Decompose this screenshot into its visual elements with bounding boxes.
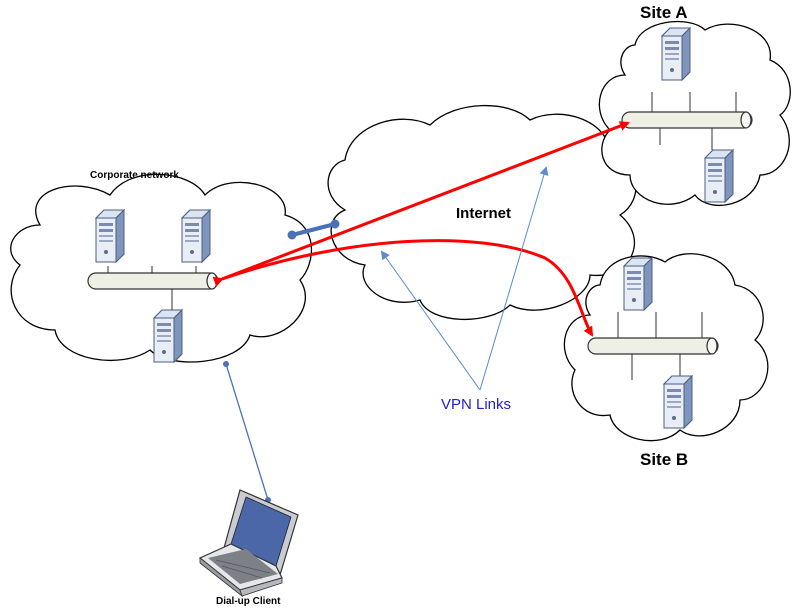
internet-label: Internet xyxy=(456,205,512,222)
corporate-server-1-icon xyxy=(95,209,125,263)
corporate-server-3-icon xyxy=(153,309,183,363)
site-b-lan-backbone-icon xyxy=(587,337,719,355)
corporate-server-2-icon xyxy=(181,209,211,263)
dialup-client-label: Dial-up Client xyxy=(216,596,281,607)
dialup-connection-line xyxy=(225,363,269,501)
site-b-server-1-icon xyxy=(623,257,653,311)
corporate-network-label: Corporate network xyxy=(90,170,179,181)
vpn-tunnel-corporate-site-b xyxy=(212,239,594,337)
laptop-icon xyxy=(198,489,299,598)
vpn-link-pointer-left xyxy=(380,250,481,391)
vpn-link-pointer-right xyxy=(479,166,549,391)
site-a-server-1-icon xyxy=(661,27,691,81)
vpn-tunnel-corporate-site-a xyxy=(212,121,630,287)
site-a-label: Site A xyxy=(640,3,688,22)
site-b-server-2-icon xyxy=(663,375,693,429)
site-a-server-2-icon xyxy=(704,149,734,203)
corporate-lan-backbone-icon xyxy=(87,272,219,290)
site-b-label: Site B xyxy=(640,450,689,469)
site-a-lan-backbone-icon xyxy=(621,111,753,129)
vpn-links-label: VPN Links xyxy=(441,396,512,413)
